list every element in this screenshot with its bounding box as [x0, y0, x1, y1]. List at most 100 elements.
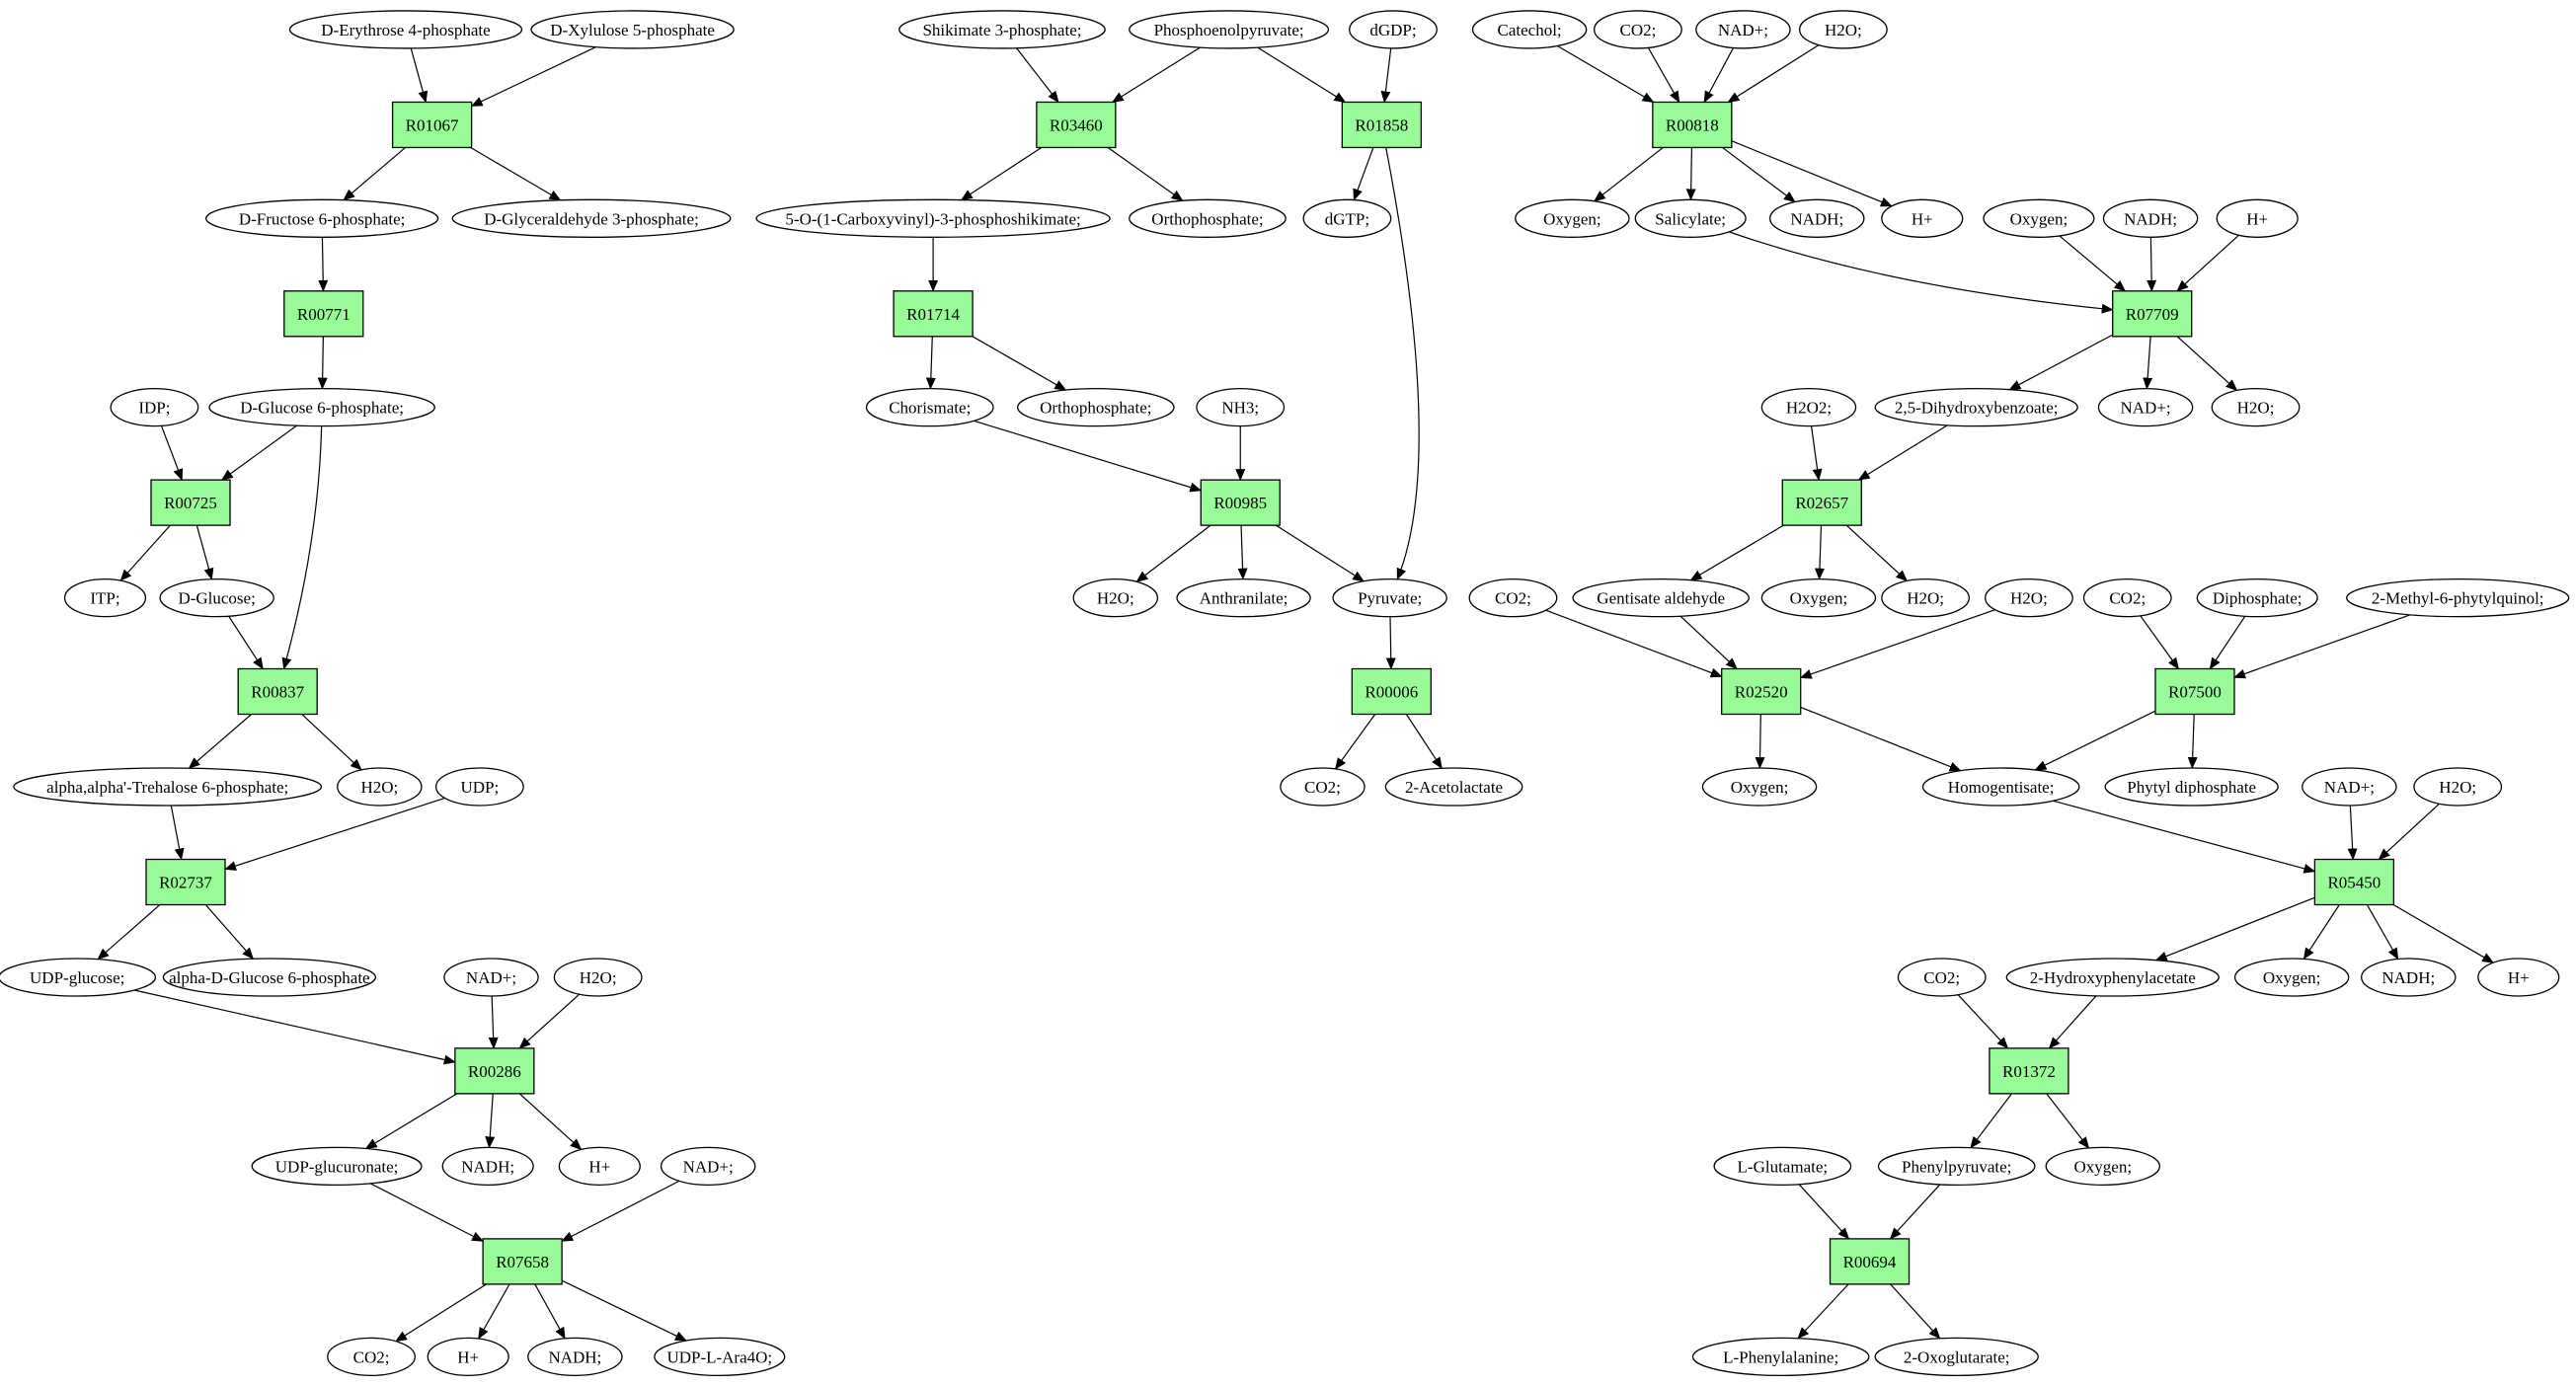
reaction-node-R02737[interactable]: R02737	[145, 858, 226, 906]
reaction-node-R00694[interactable]: R00694	[1829, 1238, 1911, 1285]
metabolite-node-m36[interactable]: CO2;	[1280, 767, 1366, 807]
reaction-node-R00286[interactable]: R00286	[454, 1047, 535, 1095]
metabolite-node-m73[interactable]: Oxygen;	[2045, 1146, 2161, 1187]
metabolite-node-m26[interactable]: dGDP;	[1349, 10, 1438, 49]
metabolite-node-m15[interactable]: H2O;	[553, 958, 643, 997]
metabolite-node-m35[interactable]: Pyruvate;	[1332, 578, 1447, 618]
metabolite-node-m68[interactable]: Oxygen;	[2233, 958, 2350, 997]
metabolite-node-m51[interactable]: NAD+;	[2097, 387, 2194, 427]
reaction-node-R01714[interactable]: R01714	[893, 290, 974, 338]
metabolite-node-m54[interactable]: Oxygen;	[1760, 578, 1877, 618]
metabolite-node-m12[interactable]: UDP-glucose;	[0, 958, 157, 997]
edge-R00694-to-m75	[1890, 1283, 1941, 1340]
metabolite-node-m34[interactable]: Anthranilate;	[1176, 578, 1311, 618]
metabolite-node-m63[interactable]: Phytyl diphosphate	[2104, 767, 2279, 807]
metabolite-node-m20[interactable]: CO2;	[327, 1337, 416, 1377]
metabolite-node-m66[interactable]: CO2;	[1897, 958, 1987, 997]
reaction-node-R01372[interactable]: R01372	[1989, 1047, 2069, 1095]
metabolite-node-m61[interactable]: Oxygen;	[1701, 767, 1818, 807]
metabolite-node-m40[interactable]: NAD+;	[1695, 10, 1791, 49]
metabolite-node-m6[interactable]: IDP;	[110, 387, 199, 427]
metabolite-node-m2[interactable]: D-Xylulose 5-phosphate	[530, 10, 735, 49]
metabolite-node-m11[interactable]: UDP;	[434, 767, 524, 807]
metabolite-node-m14[interactable]: NAD+;	[443, 958, 539, 997]
metabolite-node-m70[interactable]: H+	[2477, 958, 2560, 997]
metabolite-node-m48[interactable]: H+	[2216, 198, 2299, 238]
metabolite-node-m5[interactable]: D-Glucose 6-phosphate;	[208, 387, 435, 427]
reaction-node-R07658[interactable]: R07658	[482, 1238, 563, 1285]
metabolite-node-m47[interactable]: NADH;	[2102, 198, 2199, 238]
metabolite-node-m42[interactable]: Oxygen;	[1515, 198, 1630, 238]
metabolite-node-m45[interactable]: H+	[1881, 198, 1964, 238]
reaction-node-R07500[interactable]: R07500	[2154, 667, 2235, 716]
metabolite-node-m43[interactable]: Salicylate;	[1634, 198, 1747, 238]
metabolite-node-m8[interactable]: D-Glucose;	[159, 578, 274, 618]
reaction-node-R00725[interactable]: R00725	[150, 479, 231, 526]
metabolite-node-m44[interactable]: NADH;	[1769, 198, 1865, 238]
metabolite-node-m23[interactable]: UDP-L-Ara4O;	[654, 1337, 786, 1377]
metabolite-node-m58[interactable]: CO2;	[2082, 578, 2172, 618]
metabolite-node-m56[interactable]: CO2;	[1468, 578, 1558, 618]
metabolite-node-m4[interactable]: D-Glyceraldehyde 3-phosphate;	[451, 198, 732, 238]
metabolite-node-m49[interactable]: H2O2;	[1760, 387, 1857, 427]
reaction-node-R05450[interactable]: R05450	[2313, 858, 2395, 906]
metabolite-node-m1[interactable]: D-Erythrose 4-phosphate	[288, 10, 523, 49]
metabolite-node-m55[interactable]: H2O;	[1881, 578, 1971, 618]
reaction-node-R07709[interactable]: R07709	[2112, 290, 2193, 338]
edge-m25-to-R03460	[1111, 46, 1201, 103]
reaction-node-R00985[interactable]: R00985	[1200, 479, 1281, 526]
metabolite-node-m39[interactable]: CO2;	[1593, 10, 1682, 49]
metabolite-node-m22[interactable]: NADH;	[527, 1337, 623, 1377]
metabolite-node-m16[interactable]: UDP-glucuronate;	[251, 1146, 423, 1187]
reaction-node-R02520[interactable]: R02520	[1721, 667, 1802, 716]
metabolite-node-m30[interactable]: Chorismate;	[865, 387, 994, 427]
metabolite-node-m50[interactable]: 2,5-Dihydroxybenzoate;	[1874, 387, 2078, 427]
metabolite-node-m32[interactable]: NH3;	[1196, 387, 1286, 427]
metabolite-node-m67[interactable]: 2-Hydroxyphenylacetate	[2005, 958, 2220, 997]
metabolite-node-m28[interactable]: Orthophosphate;	[1129, 198, 1287, 238]
reaction-node-R00771[interactable]: R00771	[283, 290, 364, 338]
reaction-node-R03460[interactable]: R03460	[1036, 101, 1117, 149]
metabolite-node-m74[interactable]: L-Phenylalanine;	[1691, 1337, 1870, 1377]
metabolite-node-m65[interactable]: H2O;	[2413, 767, 2503, 807]
metabolite-node-m72[interactable]: Phenylpyruvate;	[1877, 1146, 2036, 1187]
metabolite-node-m69[interactable]: NADH;	[2361, 958, 2457, 997]
metabolite-node-m10[interactable]: H2O;	[337, 767, 423, 807]
metabolite-node-m7[interactable]: ITP;	[63, 578, 147, 618]
metabolite-node-m21[interactable]: H+	[427, 1337, 509, 1377]
metabolite-node-m71[interactable]: L-Glutamate;	[1713, 1146, 1852, 1187]
metabolite-label: H2O;	[360, 778, 398, 797]
metabolite-node-m27[interactable]: 5-O-(1-Carboxyvinyl)-3-phosphoshikimate;	[755, 198, 1111, 238]
metabolite-node-m31[interactable]: Orthophosphate;	[1016, 387, 1175, 427]
metabolite-node-m41[interactable]: H2O;	[1798, 10, 1888, 49]
metabolite-node-m53[interactable]: Gentisate aldehyde	[1572, 578, 1751, 618]
metabolite-node-m9[interactable]: alpha,alpha'-Trehalose 6-phosphate;	[13, 767, 323, 807]
metabolite-node-m57[interactable]: H2O;	[1985, 578, 2073, 618]
reaction-node-R01858[interactable]: R01858	[1341, 101, 1422, 149]
reaction-node-R00818[interactable]: R00818	[1652, 101, 1733, 149]
metabolite-node-m25[interactable]: Phosphoenolpyruvate;	[1129, 10, 1330, 49]
metabolite-node-m19[interactable]: NAD+;	[660, 1146, 756, 1187]
metabolite-node-m37[interactable]: 2-Acetolactate	[1384, 767, 1523, 807]
metabolite-node-m62[interactable]: Homogentisate;	[1921, 767, 2080, 807]
metabolite-node-m75[interactable]: 2-Oxoglutarate;	[1874, 1337, 2039, 1377]
metabolite-node-m24[interactable]: Shikimate 3-phosphate;	[898, 10, 1106, 49]
edge-R00694-to-m74	[1797, 1283, 1849, 1340]
reaction-node-R00837[interactable]: R00837	[237, 667, 318, 716]
metabolite-node-m52[interactable]: H2O;	[2211, 387, 2301, 427]
metabolite-node-m46[interactable]: Oxygen;	[1983, 198, 2095, 238]
metabolite-node-m59[interactable]: Diphosphate;	[2196, 578, 2318, 618]
metabolite-node-m13[interactable]: alpha-D-Glucose 6-phosphate	[162, 958, 377, 997]
reaction-node-R01067[interactable]: R01067	[391, 101, 473, 149]
metabolite-node-m3[interactable]: D-Fructose 6-phosphate;	[204, 198, 439, 238]
edge-R00985-to-m34	[1237, 525, 1248, 580]
metabolite-node-m64[interactable]: NAD+;	[2302, 767, 2397, 807]
metabolite-node-m38[interactable]: Catechol;	[1471, 10, 1588, 49]
metabolite-node-m18[interactable]: H+	[558, 1146, 641, 1187]
metabolite-node-m17[interactable]: NADH;	[441, 1146, 534, 1187]
metabolite-node-m60[interactable]: 2-Methyl-6-phytylquinol;	[2346, 578, 2570, 618]
metabolite-node-m29[interactable]: dGTP;	[1302, 198, 1392, 238]
reaction-node-R00006[interactable]: R00006	[1351, 667, 1432, 716]
metabolite-node-m33[interactable]: H2O;	[1072, 578, 1159, 618]
reaction-node-R02657[interactable]: R02657	[1781, 479, 1862, 526]
